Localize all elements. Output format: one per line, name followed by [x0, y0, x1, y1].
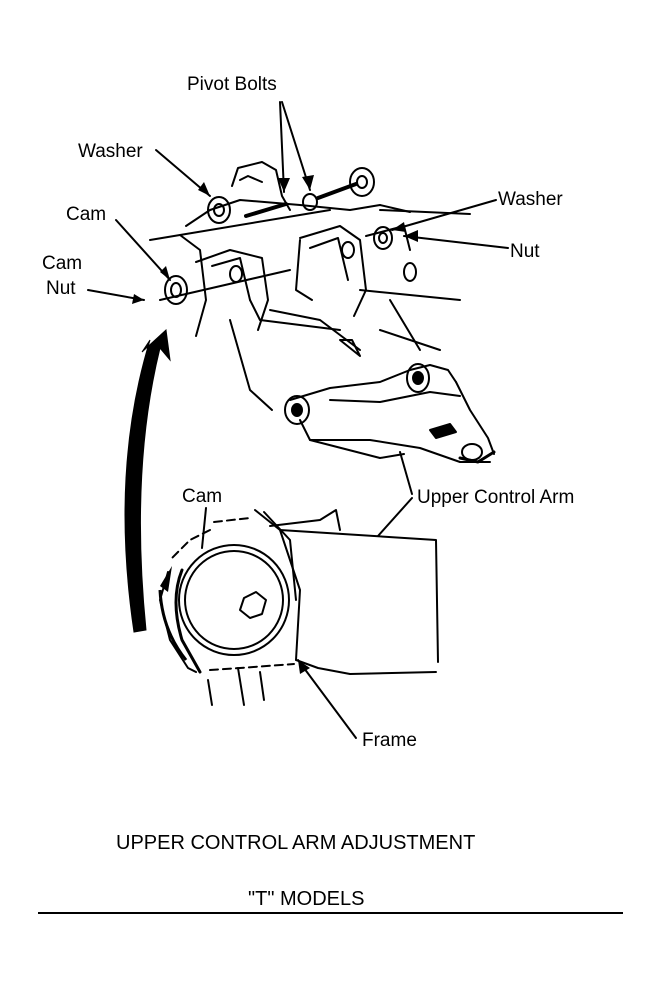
label-cam-bottom: Cam: [182, 486, 222, 507]
caption-rule: [38, 912, 623, 914]
leader-arrowheads: [132, 175, 418, 674]
upper-control-arm: [284, 363, 496, 464]
upper-bracket-assembly: [149, 161, 471, 411]
label-cam-nut-line1: Cam: [42, 253, 82, 274]
label-upper-control-arm: Upper Control Arm: [417, 487, 574, 508]
label-cam-nut-line2: Nut: [46, 278, 76, 299]
label-pivot-bolts: Pivot Bolts: [187, 74, 277, 95]
label-frame: Frame: [362, 730, 417, 751]
adjustment-arrow: [124, 328, 171, 633]
label-cam-top: Cam: [66, 204, 106, 225]
frame-and-cam: [159, 509, 439, 706]
caption-title: UPPER CONTROL ARM ADJUSTMENT: [116, 832, 476, 854]
label-nut: Nut: [510, 241, 540, 262]
rotation-arrow: [158, 566, 188, 661]
label-washer-right: Washer: [498, 189, 563, 210]
label-washer-left: Washer: [78, 141, 143, 162]
leader-lines: [87, 101, 509, 739]
caption-subtitle: "T" MODELS: [248, 888, 365, 910]
